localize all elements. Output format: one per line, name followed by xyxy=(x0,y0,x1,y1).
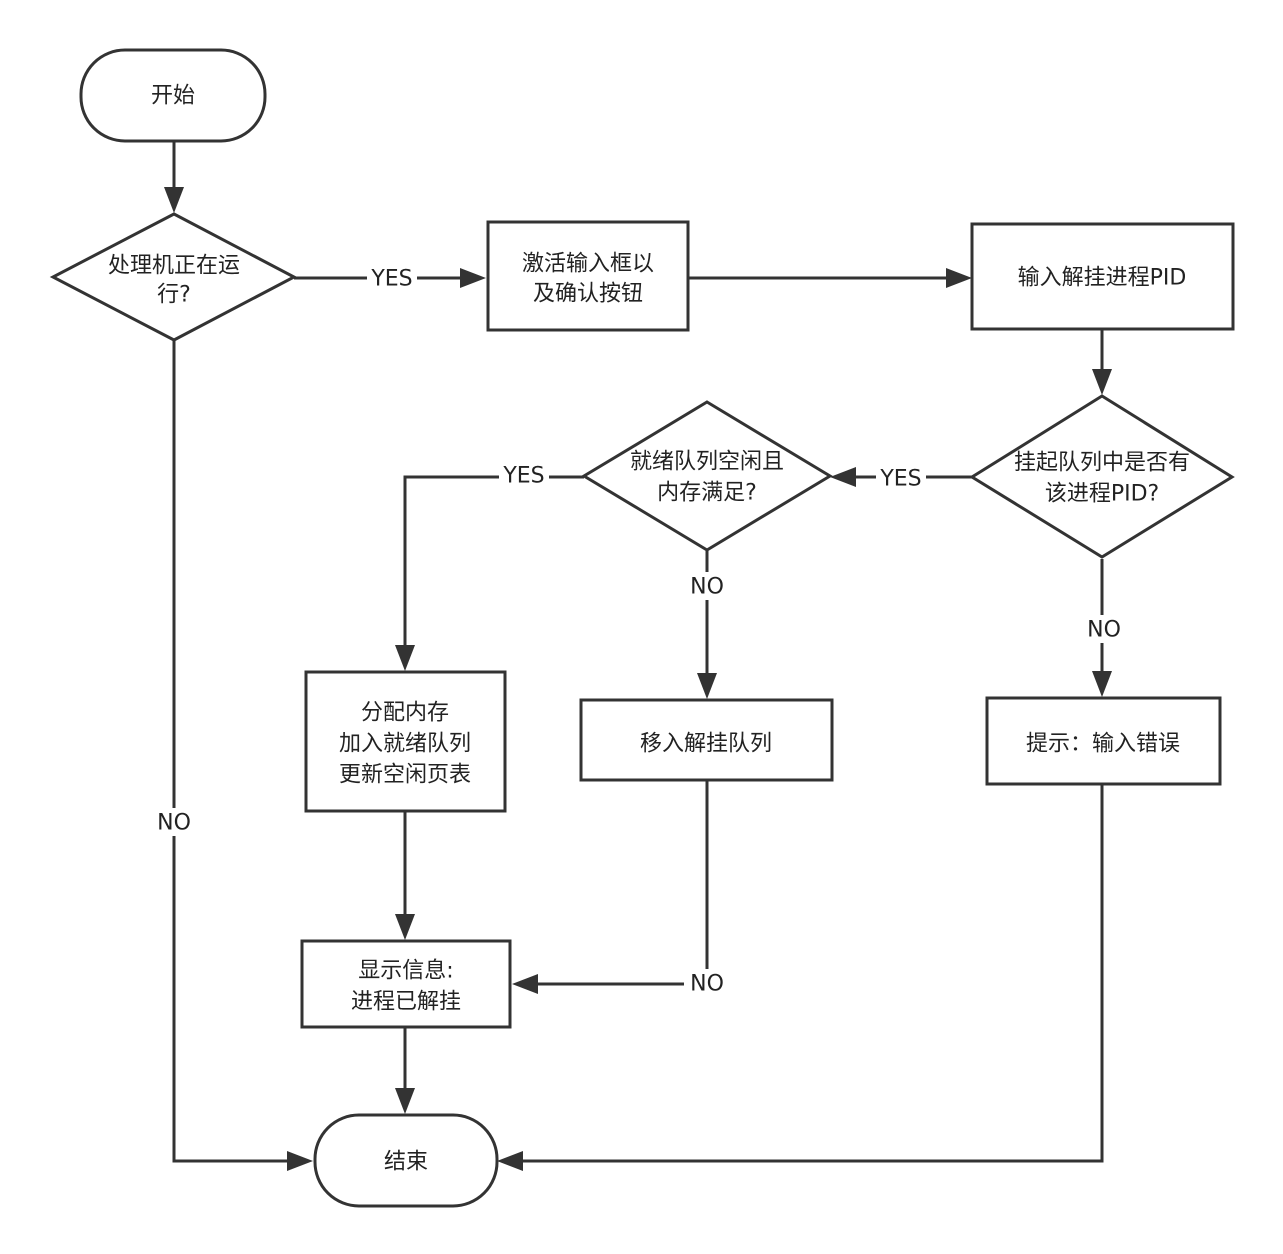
arrowhead xyxy=(395,645,415,671)
decision-ready-queue-idle: 就绪队列空闲且 内存满足? xyxy=(581,400,833,552)
svg-text:更新空闲页表: 更新空闲页表 xyxy=(339,763,471,788)
svg-text:提示：输入错误: 提示：输入错误 xyxy=(1026,732,1180,757)
svg-text:该进程PID?: 该进程PID? xyxy=(1045,482,1159,507)
edge-error-to-end xyxy=(521,785,1104,1163)
svg-text:进程已解挂: 进程已解挂 xyxy=(351,990,461,1015)
svg-text:及确认按钮: 及确认按钮 xyxy=(533,282,643,307)
label-suspend-no: NO xyxy=(1081,615,1127,643)
svg-text:加入就绪队列: 加入就绪队列 xyxy=(339,732,471,757)
arrowhead xyxy=(697,673,717,699)
decision-processor-running: 处理机正在运 行? xyxy=(49,212,298,342)
process-move-unsuspend-queue: 移入解挂队列 xyxy=(579,698,834,782)
svg-text:显示信息:: 显示信息: xyxy=(358,959,453,984)
process-allocate-memory: 分配内存 加入就绪队列 更新空闲页表 xyxy=(304,670,507,813)
svg-text:移入解挂队列: 移入解挂队列 xyxy=(640,732,772,757)
label-ready-no: NO xyxy=(684,572,730,600)
arrowhead xyxy=(460,268,486,288)
end-terminal: 结束 xyxy=(313,1113,499,1208)
label-suspend-yes: YES xyxy=(876,464,926,492)
arrowhead xyxy=(512,974,538,994)
edge-ready-yes xyxy=(403,475,584,648)
label-running-yes: YES xyxy=(367,264,417,292)
svg-text:NO: NO xyxy=(690,575,724,600)
label-running-no: NO xyxy=(151,808,197,836)
edge-move-to-show xyxy=(536,781,709,986)
arrowhead xyxy=(395,1088,415,1114)
svg-text:分配内存: 分配内存 xyxy=(361,701,449,726)
svg-text:输入解挂进程PID: 输入解挂进程PID xyxy=(1018,266,1187,291)
end-label: 结束 xyxy=(384,1150,428,1175)
start-label: 开始 xyxy=(151,84,195,109)
svg-text:行?: 行? xyxy=(157,283,191,308)
svg-text:处理机正在运: 处理机正在运 xyxy=(108,254,240,279)
svg-text:挂起队列中是否有: 挂起队列中是否有 xyxy=(1014,451,1190,476)
label-ready-yes: YES xyxy=(499,461,549,489)
svg-text:YES: YES xyxy=(879,467,921,492)
svg-text:NO: NO xyxy=(1087,618,1121,643)
arrowhead xyxy=(1092,369,1112,395)
arrowhead xyxy=(830,467,856,487)
start-terminal: 开始 xyxy=(79,48,267,143)
arrowhead xyxy=(395,914,415,940)
svg-text:YES: YES xyxy=(370,267,412,292)
arrowhead xyxy=(164,187,184,213)
process-enter-pid: 输入解挂进程PID xyxy=(970,222,1235,331)
process-show-info: 显示信息: 进程已解挂 xyxy=(300,939,512,1029)
svg-text:内存满足?: 内存满足? xyxy=(657,481,757,506)
arrowhead xyxy=(497,1151,523,1171)
edge-running-no-to-end xyxy=(172,341,289,1163)
arrowhead xyxy=(287,1151,313,1171)
svg-text:YES: YES xyxy=(502,464,544,489)
decision-in-suspend-queue: 挂起队列中是否有 该进程PID? xyxy=(969,394,1235,559)
arrowhead xyxy=(1092,671,1112,697)
svg-text:NO: NO xyxy=(157,811,191,836)
svg-text:激活输入框以: 激活输入框以 xyxy=(522,252,654,277)
arrowhead xyxy=(946,268,972,288)
svg-text:就绪队列空闲且: 就绪队列空闲且 xyxy=(630,450,784,475)
process-prompt-error: 提示：输入错误 xyxy=(985,696,1222,786)
label-move-no: NO xyxy=(684,969,730,997)
process-activate-input: 激活输入框以 及确认按钮 xyxy=(486,220,690,332)
svg-text:NO: NO xyxy=(690,972,724,997)
